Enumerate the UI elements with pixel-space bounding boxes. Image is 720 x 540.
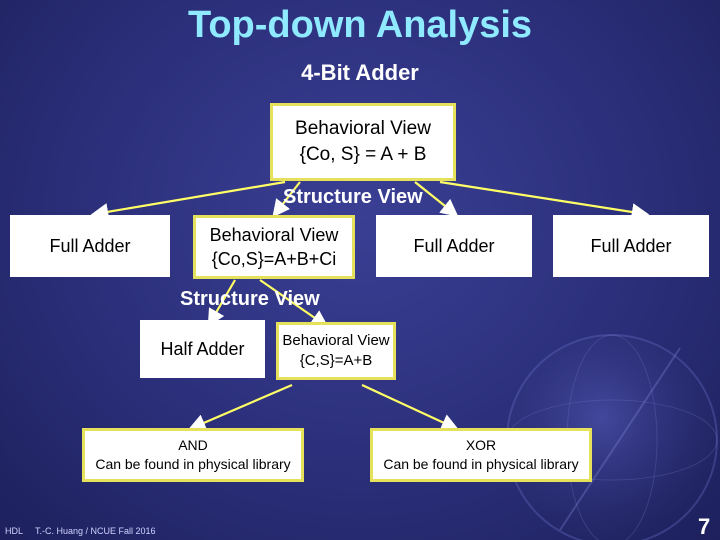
xor-gate-note: Can be found in physical library bbox=[383, 456, 579, 472]
half-adder-behavior-box: Behavioral View {C,S}=A+B bbox=[276, 322, 396, 380]
full-adder-label-middle: Full Adder bbox=[413, 235, 495, 256]
full-adder-behavior-box: Behavioral View {Co,S}=A+B+Ci bbox=[193, 215, 355, 279]
full-adder-label-right: Full Adder bbox=[590, 235, 672, 256]
full-adder-box-left: Full Adder bbox=[10, 215, 170, 277]
full-adder-label-left: Full Adder bbox=[49, 235, 131, 256]
full-adder-behavior-equation: {Co,S}=A+B+Ci bbox=[211, 249, 337, 269]
half-adder-label: Half Adder bbox=[160, 338, 245, 359]
and-gate-note: Can be found in physical library bbox=[95, 456, 291, 472]
full-adder-box-middle: Full Adder bbox=[376, 215, 532, 277]
and-gate-box: AND Can be found in physical library bbox=[82, 428, 304, 482]
full-adder-box-right: Full Adder bbox=[553, 215, 709, 277]
top-behavior-title: Behavioral View bbox=[295, 118, 431, 140]
structure-view-label-2: Structure View bbox=[180, 288, 320, 310]
full-adder-behavior-title: Behavioral View bbox=[209, 224, 339, 245]
and-gate-label: AND bbox=[178, 437, 208, 454]
half-adder-behavior-title: Behavioral View bbox=[282, 331, 390, 349]
footer-credit: T.-C. Huang / NCUE Fall 2016 bbox=[35, 526, 156, 536]
structure-view-label-1: Structure View bbox=[283, 186, 423, 208]
xor-gate-box: XOR Can be found in physical library bbox=[370, 428, 592, 482]
page-title: Top-down Analysis bbox=[187, 4, 533, 46]
half-adder-behavior-equation: {C,S}=A+B bbox=[299, 352, 373, 369]
page-number: 7 bbox=[698, 514, 711, 539]
footer-course: HDL bbox=[5, 526, 24, 536]
top-behavior-box: Behavioral View {Co, S} = A + B bbox=[270, 103, 456, 181]
top-behavior-equation: {Co, S} = A + B bbox=[299, 144, 427, 165]
page-subtitle: 4-Bit Adder bbox=[301, 60, 419, 85]
xor-gate-label: XOR bbox=[465, 437, 497, 454]
half-adder-box: Half Adder bbox=[140, 320, 265, 378]
